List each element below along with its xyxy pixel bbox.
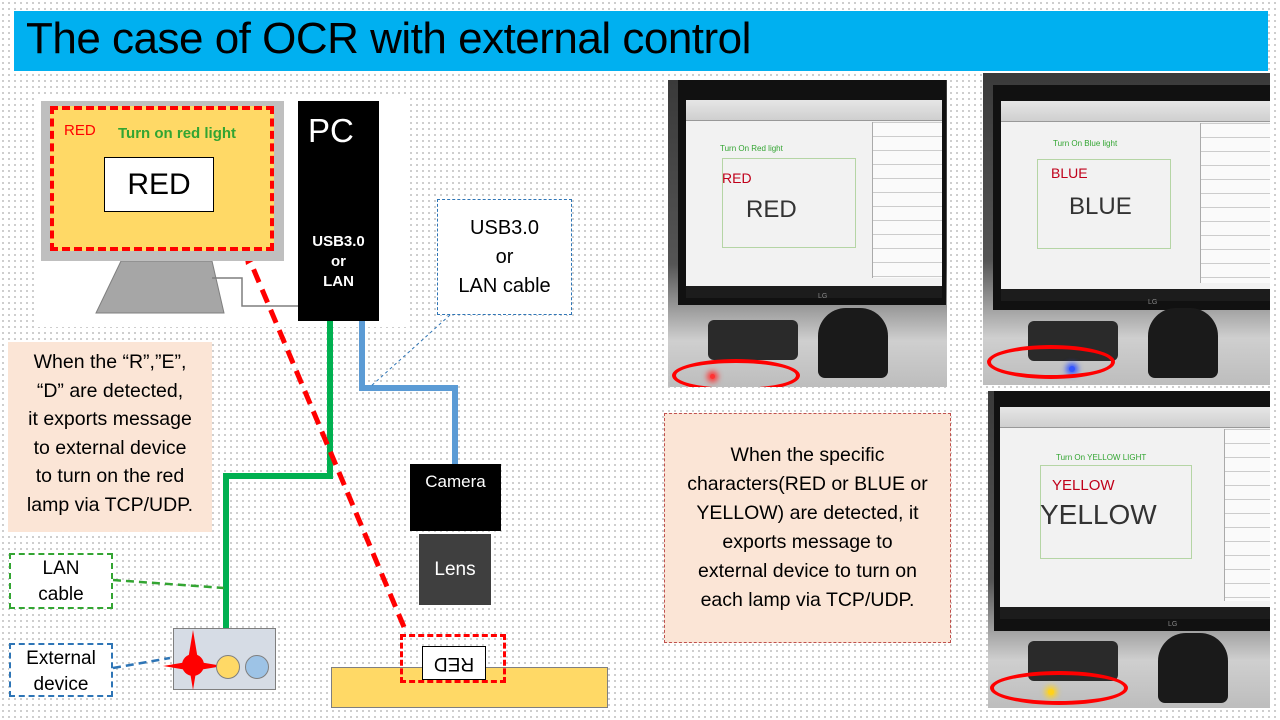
callout-line: LAN [42,558,80,579]
photo-red-example: Turn On Red light RED RED LG [668,80,947,387]
external-callout-leader [112,656,171,670]
callout-line: USB3.0 [470,217,539,239]
external-device-callout: External device [9,643,113,697]
pc-label: PC [308,112,354,149]
camera: Camera [410,464,501,531]
note-line: to turn on the red [35,465,185,487]
note-line: “D” are detected, [36,379,184,402]
lamp-highlight-ellipse [987,345,1115,379]
target-highlight [400,634,506,683]
callout-line: External [26,648,96,669]
photo-screen: Turn On Red light RED RED [686,100,942,298]
camera-sight-line [245,255,407,628]
photo-brand: LG [818,293,828,300]
photo-brand: LG [1168,621,1178,628]
blue-lamp [245,655,269,679]
photo-screen: Turn On YELLOW LIGHT YELLOW YELLOW [1000,407,1270,619]
usb-callout-leader [369,314,451,388]
pc-port-line: USB3.0 [312,233,365,250]
target-text: RED [422,646,486,680]
usb-cable-line [359,321,458,464]
monitor-stand [95,260,225,314]
usb-cable-callout: USB3.0 or LAN cable [437,199,572,315]
left-description: When the “R”,”E”, “D” are detected, it e… [8,342,212,532]
note-line: each lamp via TCP/UDP. [700,589,915,611]
photo-blue-example: Turn On Blue light BLUE BLUE LG [983,73,1270,385]
callout-line: LAN cable [458,275,551,297]
pc-port-line: or [331,253,346,270]
monitor-cable [212,277,298,307]
note-line: it exports message [28,408,192,430]
photo-small-label: RED [722,170,752,186]
callout-line: device [33,674,89,695]
note-line: to external device [33,436,187,459]
red-lamp-on-icon [163,630,223,690]
photo-brand: LG [1148,299,1158,306]
note-line: characters(RED or BLUE or [687,473,928,495]
callout-line: cable [38,584,84,605]
right-description: When the specific characters(RED or BLUE… [664,413,951,643]
note-line: lamp via TCP/UDP. [26,493,194,516]
photo-yellow-example: Turn On YELLOW LIGHT YELLOW YELLOW LG [988,391,1270,708]
monitor-instruction: Turn on red light [118,125,237,142]
photo-large-label: RED [746,196,797,223]
page-title: The case of OCR with external control [26,14,751,63]
photo-small-label: BLUE [1051,165,1088,181]
note-line: external device to turn on [698,560,917,582]
monitor-small-label: RED [64,122,96,139]
photo-large-label: BLUE [1069,193,1132,220]
yellow-lamp [216,655,240,679]
note-line: exports message to [722,531,893,553]
lan-cable-line [223,321,333,628]
photo-instruction: Turn On YELLOW LIGHT [1056,453,1147,462]
photo-instruction: Turn On Red light [720,144,783,153]
lan-callout-leader [112,578,225,590]
lan-cable-callout: LAN cable [9,553,113,609]
photo-screen: Turn On Blue light BLUE BLUE [1001,101,1270,301]
note-line: YELLOW) are detected, it [696,502,919,524]
callout-line: or [495,246,514,268]
title-bar: The case of OCR with external control [14,11,1268,71]
note-line: When the “R”,”E”, [33,351,187,373]
lamp-highlight-ellipse [990,671,1128,705]
photo-small-label: YELLOW [1052,477,1115,494]
pc-ports-label: USB3.0 or LAN [298,232,379,292]
photo-large-label: YELLOW [1040,499,1157,530]
pc-port-line: LAN [323,273,354,290]
note-line: When the specific [730,444,885,466]
pc-tower [298,101,379,321]
photo-instruction: Turn On Blue light [1053,139,1118,148]
lens: Lens [419,534,491,605]
lamp-highlight-ellipse [672,359,800,387]
detected-text-box: RED [104,157,214,212]
